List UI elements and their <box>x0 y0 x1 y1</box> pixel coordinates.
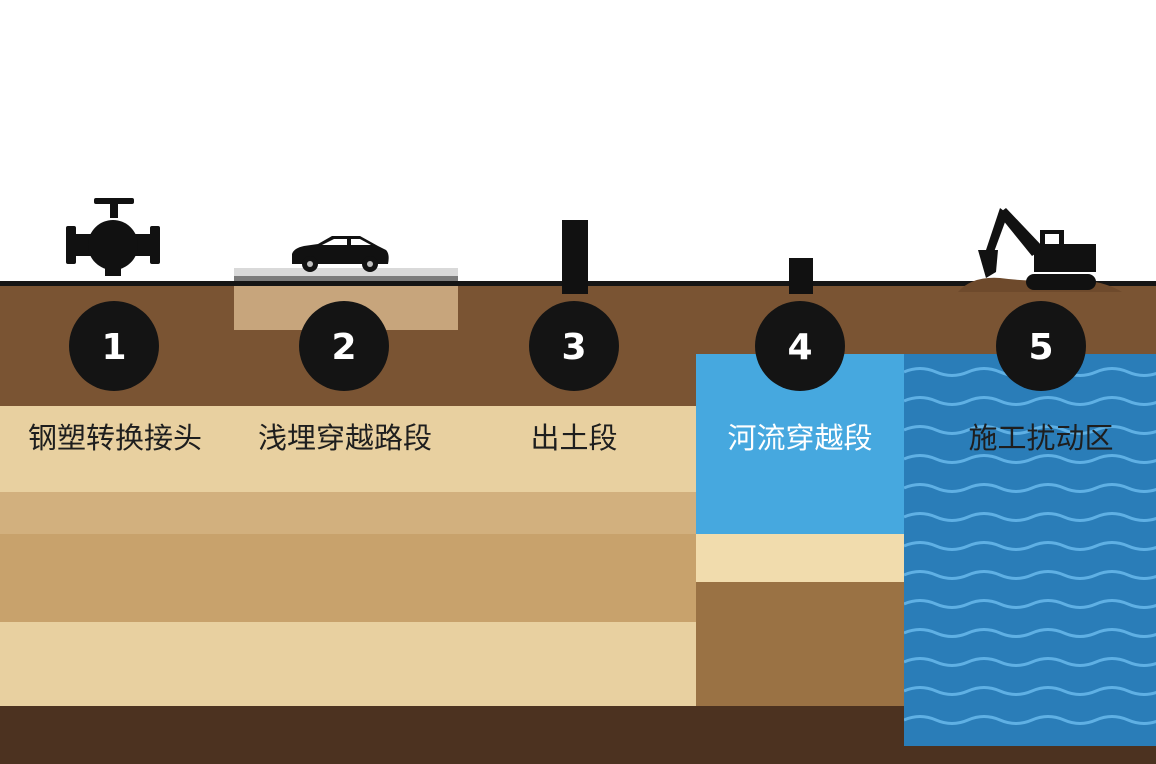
wave-line <box>904 599 1156 609</box>
pipe-stub-icon <box>789 258 813 294</box>
segment-badge-1 <box>69 301 159 391</box>
segment-number-4: 4 <box>787 327 812 368</box>
pipe-riser-icon <box>562 220 588 294</box>
segment-2: 2 浅埋穿越路段 <box>258 301 432 455</box>
river-sand-layer <box>696 534 904 582</box>
segment-5: 5 施工扰动区 <box>968 301 1114 455</box>
disturbance-waves <box>904 367 1156 725</box>
wave-line <box>904 570 1156 580</box>
valve-icon <box>66 198 160 276</box>
road-edge-line <box>234 276 458 281</box>
segment-3: 3 出土段 <box>529 301 619 455</box>
wave-line <box>904 628 1156 638</box>
river-bed-layer <box>696 582 904 706</box>
segment-4: 4 河流穿越段 <box>727 301 873 455</box>
segment-1: 1 钢塑转换接头 <box>28 301 202 455</box>
segment-number-2: 2 <box>331 327 356 368</box>
segment-badge-5 <box>996 301 1086 391</box>
wave-line <box>904 483 1156 493</box>
wave-line <box>904 541 1156 551</box>
segment-number-1: 1 <box>101 327 126 368</box>
segment-number-3: 3 <box>561 327 586 368</box>
car-icon <box>292 236 389 272</box>
segment-badge-3 <box>529 301 619 391</box>
sand-layer-2 <box>0 492 696 534</box>
segment-label-5: 施工扰动区 <box>968 421 1113 455</box>
segment-number-5: 5 <box>1028 327 1053 368</box>
road-surface <box>234 268 458 278</box>
wave-line <box>904 686 1156 696</box>
wave-line <box>904 512 1156 522</box>
wave-line <box>904 425 1156 435</box>
wave-line <box>904 715 1156 725</box>
wave-line <box>904 657 1156 667</box>
segment-badge-2 <box>299 301 389 391</box>
wave-line <box>904 396 1156 406</box>
segment-label-2: 浅埋穿越路段 <box>258 421 432 455</box>
sand-layer-3 <box>0 534 696 622</box>
sand-layer-1 <box>0 406 696 492</box>
segment-label-1: 钢塑转换接头 <box>28 421 202 455</box>
segment-badge-4 <box>755 301 845 391</box>
sand-layer-4 <box>0 622 696 706</box>
segment-label-3: 出土段 <box>530 421 617 455</box>
segment-label-4: 河流穿越段 <box>727 421 872 455</box>
wave-line <box>904 454 1156 464</box>
excavator-icon <box>958 208 1122 292</box>
